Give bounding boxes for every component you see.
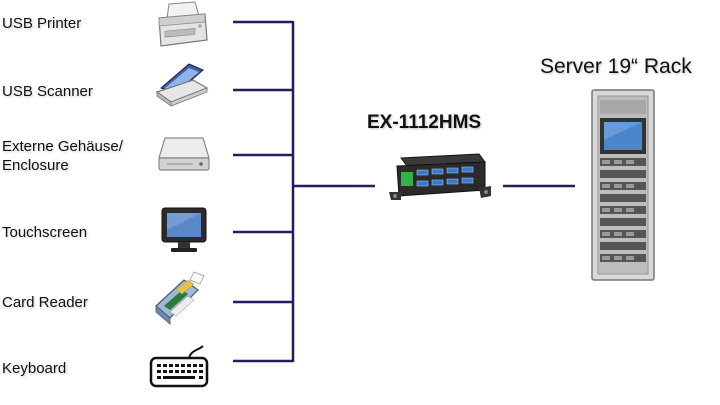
device-label-keyboard: Keyboard (2, 360, 67, 377)
scanner-icon (155, 63, 209, 107)
hard-drive-icon (158, 137, 210, 171)
device-label-usb-printer: USB Printer (2, 15, 82, 32)
keyboard-icon (149, 345, 209, 388)
touchscreen-icon (161, 207, 207, 252)
server-title: Server 19“ Rack (540, 55, 692, 78)
hub-title: EX-1112HMS (367, 112, 482, 133)
device-label-enclosure-line2: Enclosure (2, 157, 69, 174)
printer-icon (158, 1, 208, 47)
usb-hub-icon (389, 153, 491, 200)
device-label-usb-scanner: USB Scanner (2, 83, 93, 100)
device-label-touchscreen: Touchscreen (2, 224, 88, 241)
device-label-enclosure-line1: Externe Gehäuse/ (2, 138, 123, 155)
server-rack-icon (591, 89, 655, 281)
device-label-card-reader: Card Reader (2, 294, 88, 311)
card-reader-icon (155, 271, 205, 325)
